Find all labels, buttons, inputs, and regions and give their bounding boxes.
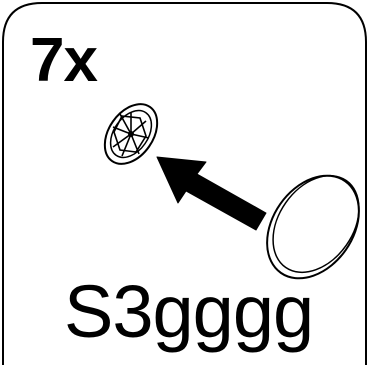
rotor-hub-icon	[103, 103, 159, 165]
insert-arrow-icon	[156, 156, 267, 231]
round-disc-icon	[266, 174, 360, 280]
quantity-label: 7x	[30, 26, 98, 95]
part-code: S3gggg	[64, 270, 314, 353]
